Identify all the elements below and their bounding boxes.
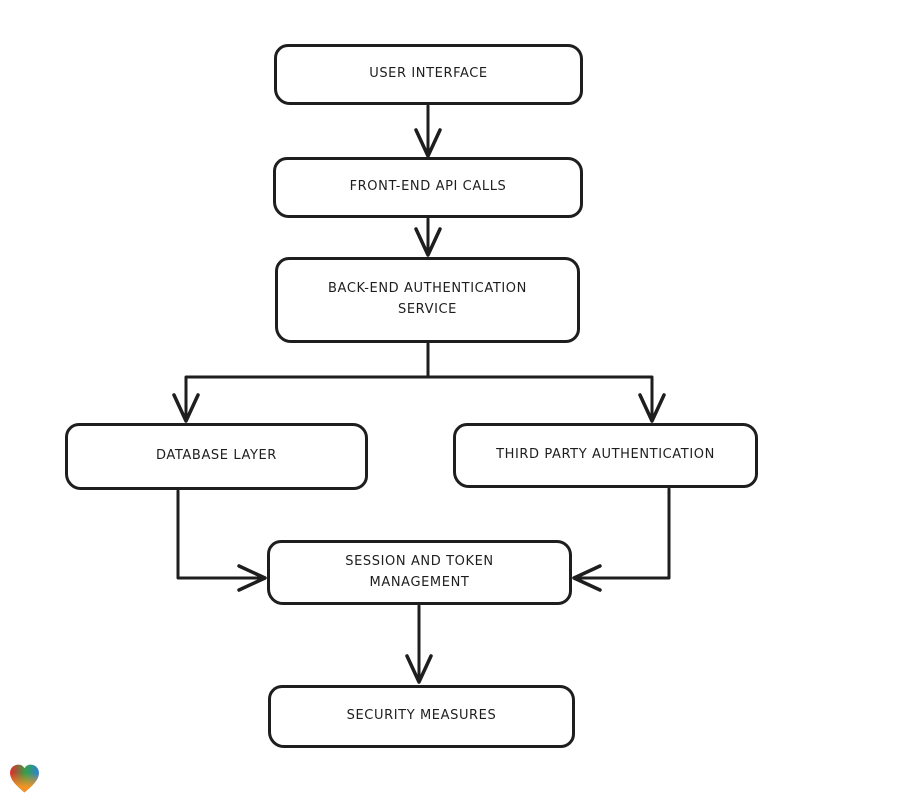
edge-back-end-to-database [172,342,430,423]
heart-logo-icon [10,764,39,793]
node-front-end-api-calls: FRONT-END API CALLS [273,157,583,218]
node-label: THIRD PARTY AUTHENTICATION [496,447,715,463]
node-session-and-token-management: SESSION AND TOKEN MANAGEMENT [267,540,572,605]
node-label: SECURITY MEASURES [346,708,497,724]
node-label: BACK-END AUTHENTICATION SERVICE [328,281,527,317]
node-label: SESSION AND TOKEN MANAGEMENT [345,553,494,590]
edge-third-party-to-session [572,487,671,592]
node-label: USER INTERFACE [369,66,488,82]
edge-database-to-session [176,489,267,592]
node-label: FRONT-END API CALLS [349,179,507,195]
edge-session-to-security [405,604,433,684]
node-database-layer: DATABASE LAYER [65,423,368,490]
node-third-party-authentication: THIRD PARTY AUTHENTICATION [453,423,758,488]
node-back-end-authentication-service: BACK-END AUTHENTICATION SERVICE [275,257,580,343]
edge-back-end-to-third-party [426,342,666,423]
edge-user-interface-to-front-end [414,104,442,158]
node-label: DATABASE LAYER [156,448,277,464]
edge-front-end-to-back-end [414,217,442,257]
node-user-interface: USER INTERFACE [274,44,583,105]
node-security-measures: SECURITY MEASURES [268,685,575,748]
